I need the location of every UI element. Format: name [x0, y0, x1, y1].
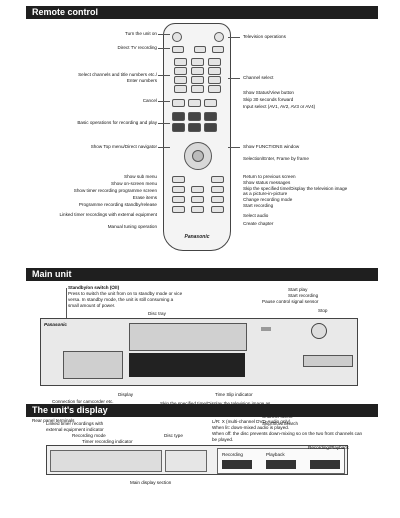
label-manual-tuning: Manual tuning operation [107, 224, 157, 229]
remote-brand-logo: Panasonic [184, 234, 210, 240]
cursor-pad-icon [184, 142, 212, 170]
main-unit-header: Main unit [26, 268, 378, 281]
label-status-view: Show Status/View button [243, 90, 294, 95]
front-terminals-icon [63, 351, 123, 379]
label-input-select: Input select (AV1, AV2, AV3 or AV4) [243, 104, 316, 109]
lr-line-2: When off: the disc prevents down-mixing … [212, 431, 363, 436]
time-slip-label: Time Slip indicator [215, 392, 253, 397]
recording-mode-label: Recording mode [72, 433, 106, 438]
label-skip-30s: Skip 30 seconds forward [243, 97, 294, 102]
timer-recording-label: Timer recording indicator [82, 439, 133, 444]
skip-specified-label: Skip the specified time/Display the tele… [160, 401, 270, 406]
main-display-section-label: Main display section [130, 480, 172, 485]
label-pip: as a picture-in-picture [243, 191, 288, 196]
lr-line-3: be played. [212, 437, 234, 442]
tv-power-button-icon [214, 32, 224, 42]
standby-desc-3: small amount of power. [68, 303, 116, 308]
rec-play-indicator-label: Recording/Playback [308, 445, 349, 450]
stop-label: Stop [318, 308, 328, 313]
label-erase-items: Erase items [132, 195, 157, 200]
lr-x-label: L/R: X (multi-channel DVD-Audio only) [212, 419, 291, 424]
display-window-icon [129, 353, 245, 377]
label-linked-timer: Linked timer recordings with external eq… [59, 212, 157, 217]
pause-sensor-label: Pause control signal sensor [262, 299, 319, 304]
standby-switch-title: Standby/on switch (⏻/I) [68, 285, 120, 290]
label-sub-menu: Show sub menu [124, 174, 157, 179]
label-basic-operations: Basic operations for recording and play [77, 120, 157, 125]
label-selection-enter: Selection/Enter, Frame by frame [243, 156, 309, 161]
label-turn-on: Turn the unit on [124, 31, 157, 36]
label-direct-tv-rec: Direct TV recording [117, 45, 158, 50]
disc-tray-label: Disc tray [148, 311, 166, 316]
unit-brand-logo: Panasonic [44, 322, 67, 327]
remote-control-image: Panasonic [163, 23, 231, 251]
linked-timer-label-2: external equipment indicator [46, 427, 104, 432]
label-channel-select: Channel select [243, 75, 274, 80]
start-rec-label: Start recording [288, 293, 319, 298]
playback-indicator-label: Playback [266, 452, 285, 457]
label-skip-specified: Skip the specified time/Display the tele… [243, 186, 348, 191]
standby-desc-1: Press to switch the unit from on to stan… [68, 291, 183, 296]
display-header: The unit's display [26, 404, 378, 417]
connection-label: Connection for camcorder etc. [52, 399, 114, 404]
lr-line-1: When lit: down-mixed audio is played. [212, 425, 290, 430]
numeric-keypad-icon [174, 58, 187, 66]
label-create-chapter: Create chapter [243, 221, 274, 226]
transport-buttons-icon [172, 112, 185, 121]
label-return: Return to previous screen [243, 174, 296, 179]
label-tv-operations: Television operations [243, 34, 286, 39]
label-cancel: Cancel [142, 98, 157, 103]
display-label: Display [118, 392, 134, 397]
label-start-recording: Start recording [243, 203, 274, 208]
main-unit-image: Panasonic [40, 318, 358, 386]
recording-indicator-label: Recording [222, 452, 243, 457]
jog-dial-icon [311, 323, 327, 339]
disc-tray-icon [129, 323, 247, 351]
main-display-icon [50, 450, 162, 472]
label-on-screen-menu: Show on-screen menu [111, 181, 157, 186]
label-select-audio: Select audio [243, 213, 269, 218]
label-programme-standby: Programme recording standby/release [78, 202, 157, 207]
rear-panel-label: Rear panel terminals [32, 418, 75, 423]
standby-desc-2: versa. In standby mode, the unit is stil… [68, 297, 174, 302]
start-play-label: Start play [288, 287, 308, 292]
label-change-rec-mode: Change recording mode [243, 197, 293, 202]
remote-control-header: Remote control [26, 6, 378, 19]
label-select-channels: Select channels and title numbers etc./ [78, 72, 157, 77]
label-functions-window: Show FUNCTIONS window [243, 144, 300, 149]
rec-button-icon [172, 46, 184, 53]
label-timer-programme: Show timer recording programme screen [73, 188, 157, 193]
disc-type-label: Disc type [164, 433, 183, 438]
skip-slow-label: Skip/Slow/Search [262, 421, 299, 426]
linked-timer-label-1: Linked timer recordings with [46, 421, 104, 426]
label-top-menu: Show Top menu/Direct navigator [90, 144, 157, 149]
label-enter-numbers: Enter numbers [126, 78, 157, 83]
unit-display-image: Recording Playback Recording/Playback [46, 445, 349, 475]
power-button-icon [172, 32, 182, 42]
label-status-messages: Show status messages [243, 180, 291, 185]
